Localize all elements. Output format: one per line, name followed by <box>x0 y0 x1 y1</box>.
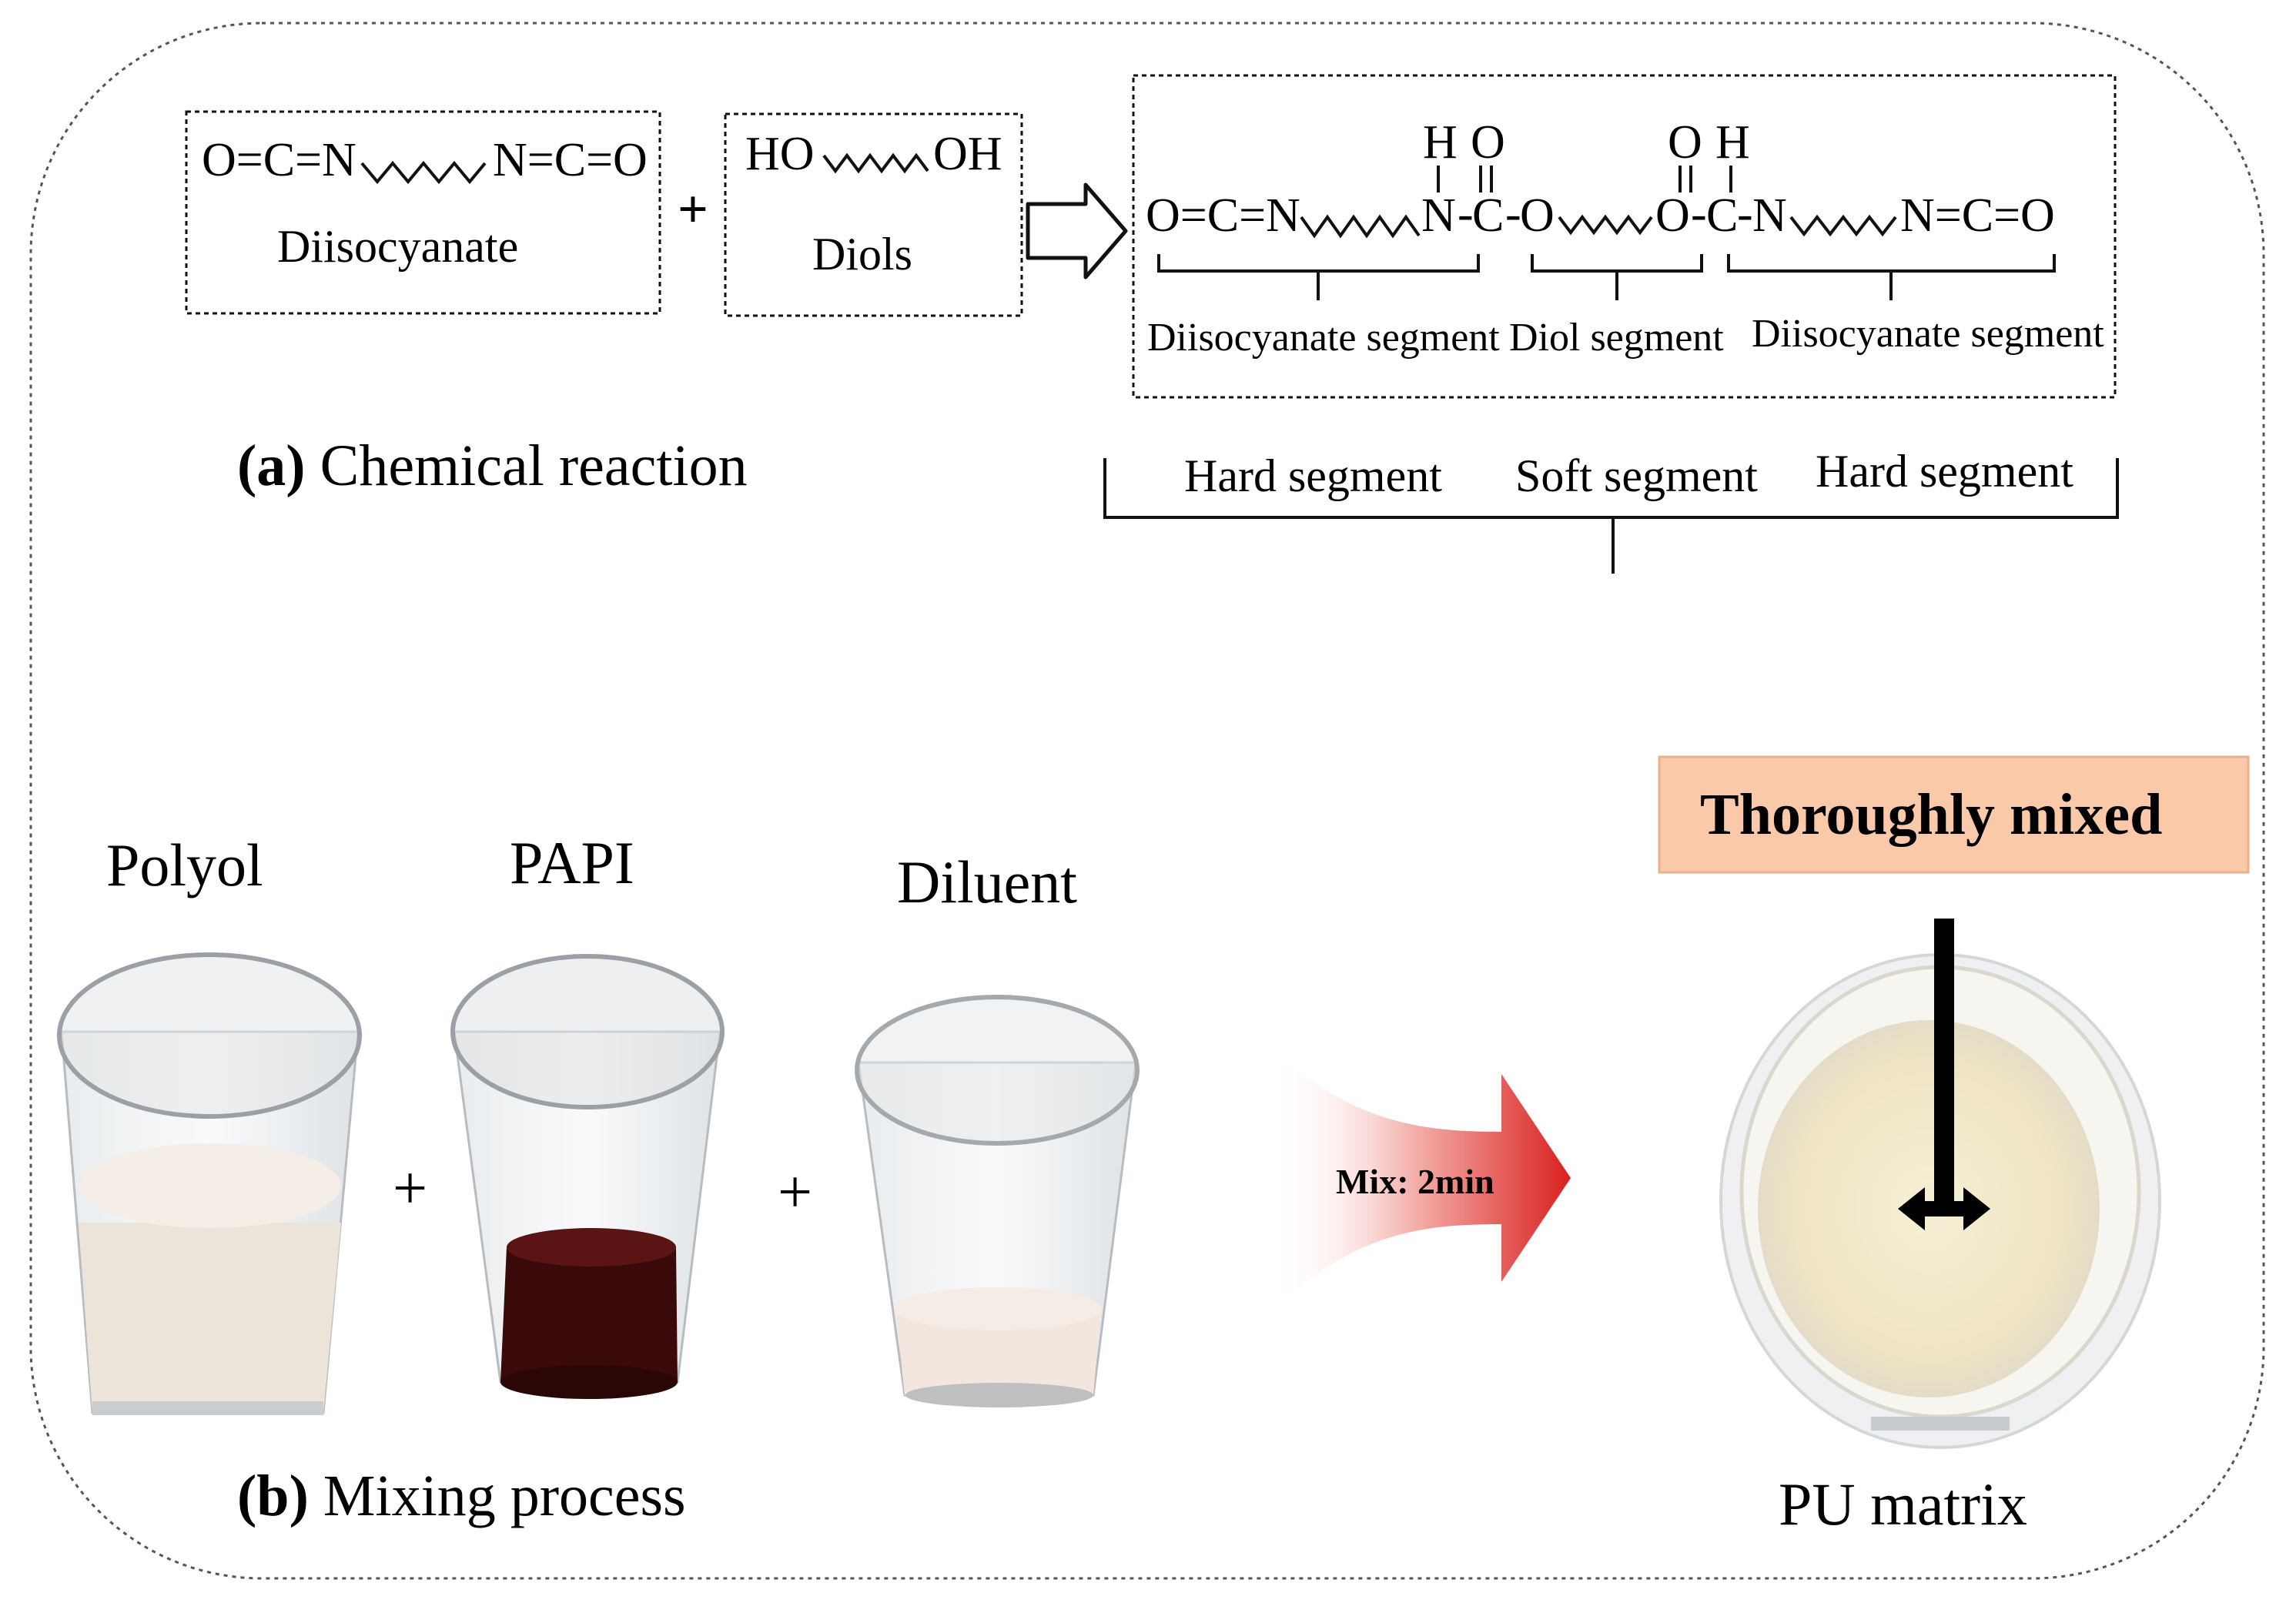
callout-text: Thoroughly mixed <box>1700 782 2162 847</box>
cup-diluent-rim <box>855 995 1140 1146</box>
cup-papi-bottom <box>500 1365 678 1399</box>
segment-label-2: Diol segment <box>1509 316 1724 360</box>
cup-label-diluent: Diluent <box>897 848 1077 915</box>
pu-matrix-label: PU matrix <box>1779 1471 2027 1538</box>
product-c2: C <box>1706 189 1738 242</box>
product-h2: H <box>1715 116 1750 169</box>
diol-box: HO OH Diols <box>724 112 1023 317</box>
caption-a-text: Chemical reaction <box>306 433 748 498</box>
cup-papi-rim <box>450 954 725 1109</box>
segment-type-1: Hard segment <box>1184 450 1442 501</box>
outer-frame <box>29 22 2265 1580</box>
caption-a-letter: (a) <box>237 433 306 498</box>
product-o2: O <box>1668 116 1702 169</box>
callout-box <box>1658 755 2250 874</box>
product-dash3: - <box>1691 188 1707 240</box>
cup-polyol-liquid <box>79 1223 341 1413</box>
cup-polyol-rim <box>57 952 362 1119</box>
diol-label: Diols <box>812 229 912 279</box>
plus-polyol-papi: + <box>393 1155 427 1223</box>
brace-diisocyanate-segment <box>1157 254 1480 300</box>
pu-container-foot <box>1871 1417 2010 1431</box>
plus-sign: + <box>678 180 708 239</box>
zigzag-chain <box>360 160 487 185</box>
mix-arrow <box>1274 1051 1571 1309</box>
zigzag-chain <box>1558 214 1653 236</box>
product-o-link2: O <box>1655 189 1690 242</box>
cup-polyol-liquid-surface <box>79 1143 341 1228</box>
product-o-link1: O <box>1520 189 1555 242</box>
cup-papi-liquid <box>500 1247 678 1382</box>
zigzag-chain <box>822 152 929 174</box>
product-c1: C <box>1472 189 1504 242</box>
segment-type-brace <box>1103 458 2119 574</box>
segment-type-3: Hard segment <box>1816 446 2073 497</box>
cup-diluent-liquid-surface <box>894 1287 1102 1330</box>
product-urethane-n: N <box>1421 189 1456 242</box>
diol-oh: OH <box>933 128 1002 180</box>
product-dash4: - <box>1737 188 1753 240</box>
caption-a: (a) Chemical reaction <box>237 433 748 498</box>
segment-label-3: Diisocyanate segment <box>1752 312 2104 356</box>
zigzag-chain <box>1789 214 1897 237</box>
caption-b-letter: (b) <box>237 1464 309 1528</box>
product-dash2: - <box>1505 188 1521 240</box>
product-box: O=C=N N H - C O - O O O - C H - N N=C=O … <box>1132 74 2117 399</box>
product-end: N=C=O <box>1900 189 2055 242</box>
segment-type-2: Soft segment <box>1515 450 1758 501</box>
zigzag-chain <box>1300 214 1421 239</box>
caption-b: (b) Mixing process <box>237 1464 686 1528</box>
cup-label-papi: PAPI <box>510 829 634 896</box>
reaction-arrow <box>1026 182 1128 279</box>
cup-diluent-bottom <box>905 1383 1093 1407</box>
product-start: O=C=N <box>1146 189 1300 242</box>
cup-papi <box>450 954 725 1399</box>
caption-b-text: Mixing process <box>309 1464 686 1528</box>
diol-ho: HO <box>745 128 815 180</box>
segment-label-1: Diisocyanate segment <box>1147 316 1500 360</box>
brace-diol-segment <box>1531 254 1703 300</box>
brace-diisocyanate-segment <box>1727 254 2056 300</box>
diisocyanate-box: O=C=N N=C=O Diisocyanate <box>185 110 661 315</box>
mix-label: Mix: 2min <box>1336 1162 1494 1201</box>
diisocyanate-formula-end: N=C=O <box>493 134 648 186</box>
cup-polyol-base <box>92 1401 323 1415</box>
cup-papi-liquid-surface <box>507 1228 676 1267</box>
product-o1: O <box>1471 116 1505 169</box>
cup-polyol <box>57 952 362 1415</box>
cup-label-polyol: Polyol <box>106 832 263 899</box>
product-dash1: - <box>1458 188 1474 240</box>
product-h1: H <box>1423 116 1458 169</box>
cup-diluent-liquid <box>895 1309 1101 1395</box>
plus-papi-diluent: + <box>778 1159 812 1227</box>
product-n2: N <box>1752 189 1787 242</box>
diisocyanate-label: Diisocyanate <box>277 221 518 272</box>
diisocyanate-formula-start: O=C=N <box>202 134 356 186</box>
cup-diluent <box>855 995 1140 1407</box>
stir-double-arrow <box>1898 1187 1990 1230</box>
